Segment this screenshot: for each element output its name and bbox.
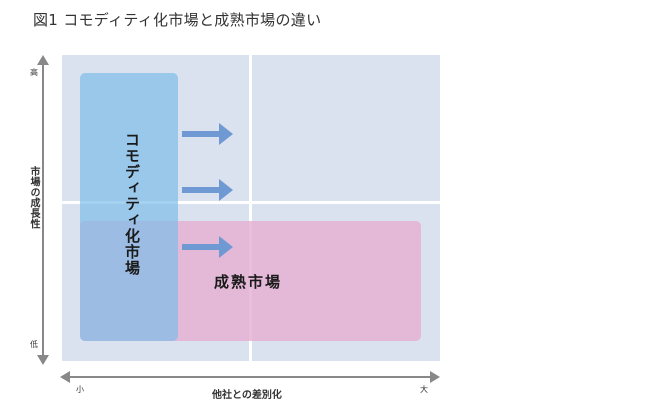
x-low-label: 小: [76, 385, 84, 394]
y-axis-title: 市場の成長性: [28, 166, 39, 229]
commodity-market-region: [80, 73, 178, 341]
x-high-label: 大: [420, 385, 428, 394]
right-arrow-icon: [182, 122, 234, 146]
right-arrow-icon: [182, 235, 234, 259]
mature-market-label: 成熟市場: [214, 273, 283, 291]
y-high-label: 高: [30, 68, 38, 77]
x-axis-title: 他社との差別化: [212, 390, 282, 401]
horizontal-divider: [62, 201, 440, 204]
figure-title: 図1 コモディティ化市場と成熟市場の違い: [33, 11, 322, 29]
x-axis-arrow: [60, 369, 440, 385]
right-arrow-icon: [182, 178, 234, 202]
vertical-divider: [249, 55, 252, 361]
y-axis-arrow: [35, 55, 51, 365]
commodity-market-label: コモディティ化市場: [123, 132, 141, 276]
y-low-label: 低: [30, 340, 38, 349]
